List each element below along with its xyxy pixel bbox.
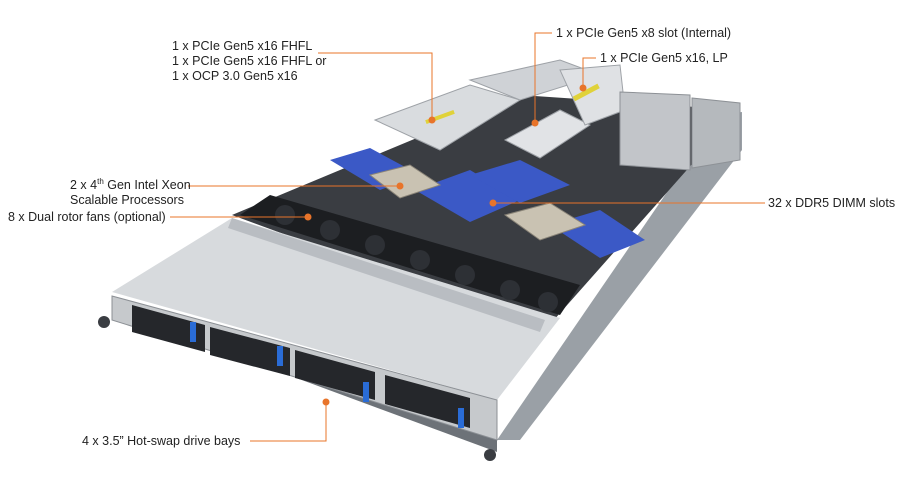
fan	[500, 280, 520, 300]
drive-bays	[132, 305, 470, 428]
fan-row	[240, 195, 580, 315]
callout-dot	[322, 398, 330, 406]
thumbscrew-right	[484, 449, 496, 461]
callout-pcie-x8-internal: 1 x PCIe Gen5 x8 slot (Internal)	[556, 26, 732, 40]
top-cover	[112, 218, 560, 400]
callout-cpu: 2 x 4th Gen Intel Xeon Scalable Processo…	[70, 176, 191, 208]
callout-dot	[579, 84, 587, 92]
fan	[275, 205, 295, 225]
top-cover-shade	[228, 218, 545, 332]
fan	[538, 292, 558, 312]
callout-dot	[304, 213, 312, 221]
callout-pcie-fhfl: 1 x PCIe Gen5 x16 FHFL 1 x PCIe Gen5 x16…	[172, 39, 326, 84]
callout-dot	[489, 199, 497, 207]
fan	[455, 265, 475, 285]
callout-cpu-gen: Gen Intel Xeon	[103, 178, 191, 192]
drive-bay	[132, 305, 205, 352]
callout-line-drives	[250, 402, 327, 442]
drive-latch	[458, 408, 464, 428]
callout-cpu-line2: Scalable Processors	[70, 193, 184, 207]
dimm-bank	[470, 160, 570, 203]
drive-bay	[385, 375, 470, 428]
callout-dot	[428, 116, 436, 124]
fan	[320, 220, 340, 240]
callout-pcie-lp: 1 x PCIe Gen5 x16, LP	[600, 51, 728, 65]
drive-latch	[363, 382, 369, 402]
callout-cpu-sup: th	[97, 176, 104, 186]
callout-pcie-fhfl-line1: 1 x PCIe Gen5 x16 FHFL	[172, 39, 313, 53]
riser-internal	[503, 109, 591, 159]
callout-dots	[304, 84, 587, 406]
callout-dimm: 32 x DDR5 DIMM slots	[768, 196, 896, 210]
dimm-bank	[415, 170, 520, 222]
callout-lines	[170, 32, 765, 442]
callout-cpu-count: 2 x 4	[70, 178, 98, 192]
callout-line-fhfl	[318, 52, 433, 120]
callout-fans: 8 x Dual rotor fans (optional)	[8, 210, 166, 224]
drive-bay	[295, 350, 375, 400]
riser-card-yellow	[572, 83, 600, 102]
callout-line-lp	[582, 57, 596, 88]
fan	[410, 250, 430, 270]
cpu-socket	[503, 202, 587, 241]
psu	[619, 91, 691, 171]
callout-drives: 4 x 3.5” Hot-swap drive bays	[82, 434, 241, 448]
psu	[691, 97, 741, 169]
callout-dot	[396, 182, 404, 190]
thumbscrew-left	[98, 316, 110, 328]
drive-latch	[277, 346, 283, 366]
callout-line-x8	[534, 32, 552, 123]
callout-cpu-line1: 2 x 4th Gen Intel Xeon	[70, 176, 191, 193]
callout-ocp: 1 x OCP 3.0 Gen5 x16	[172, 69, 298, 83]
callout-dot	[531, 119, 539, 127]
fan	[365, 235, 385, 255]
cpu-socket	[368, 164, 442, 199]
drive-bay	[210, 327, 290, 376]
drive-latch	[190, 322, 196, 342]
chassis-right-wall	[497, 112, 742, 440]
callout-pcie-fhfl-line2: 1 x PCIe Gen5 x16 FHFL or	[172, 54, 327, 68]
